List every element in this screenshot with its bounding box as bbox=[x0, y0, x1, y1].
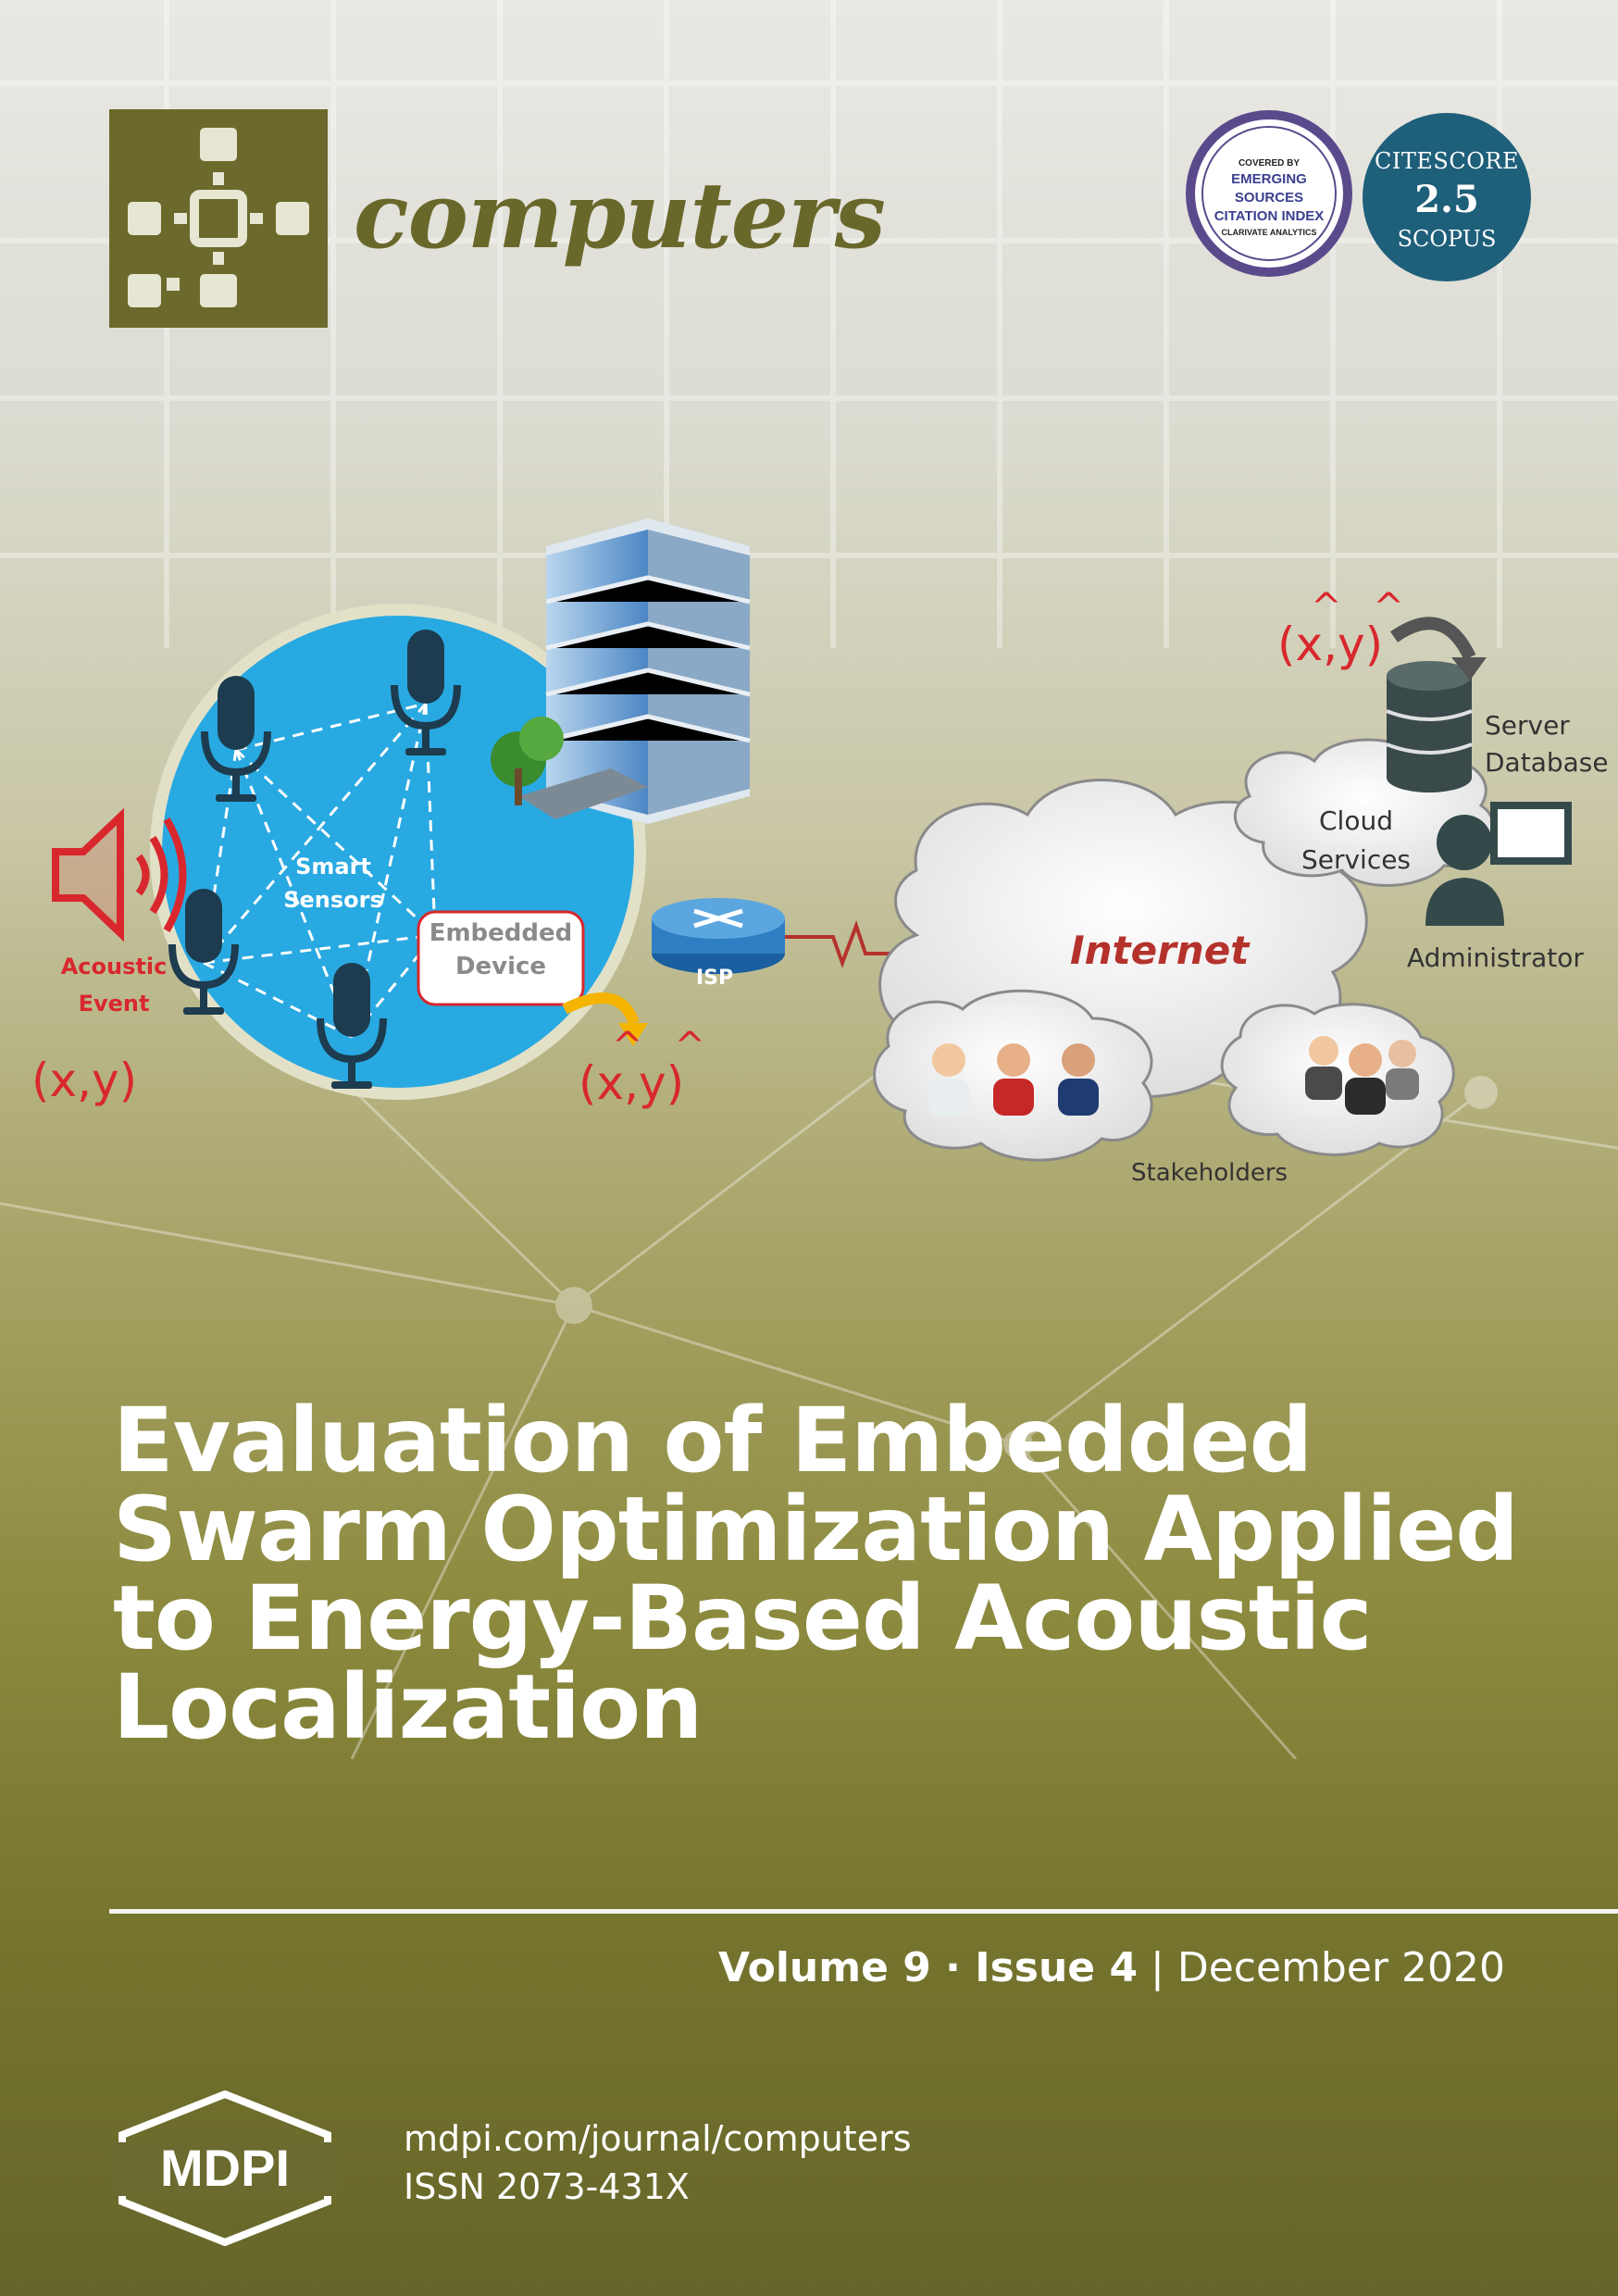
label-acoustic-event: Acoustic Event bbox=[60, 954, 168, 1017]
label-embedded-device: Embedded Device bbox=[429, 919, 573, 980]
label-smart-sensors: Smart Sensors bbox=[283, 854, 383, 913]
label-estimated-position: ^^ (x,y) bbox=[579, 1025, 738, 1110]
issue-label: Issue 4 bbox=[975, 1944, 1139, 1991]
stakeholder-people-icons bbox=[928, 1036, 1419, 1116]
citescore-label: CITESCORE bbox=[1375, 148, 1519, 174]
citescore-source: SCOPUS bbox=[1397, 226, 1497, 252]
label-internet: Internet bbox=[1070, 928, 1250, 973]
building-icon bbox=[491, 518, 751, 824]
label-server-database: Server Database bbox=[1485, 710, 1609, 778]
journal-issn: ISSN 2073-431X bbox=[404, 2166, 690, 2207]
journal-name: computers bbox=[354, 163, 886, 269]
label-true-position: (x,y) bbox=[31, 1054, 138, 1107]
label-cloud-services: Cloud Services bbox=[1301, 805, 1412, 875]
esci-seal-icon bbox=[1186, 110, 1352, 277]
label-server-position: ^^ (x,y) bbox=[1277, 586, 1437, 671]
acoustic-localization-diagram bbox=[52, 518, 1572, 1162]
label-isp: ISP bbox=[696, 967, 734, 990]
divider-rule bbox=[109, 1909, 1618, 1914]
title-line-3: to Energy-Based Acoustic bbox=[113, 1566, 1372, 1670]
speaker-icon bbox=[52, 807, 187, 942]
journal-logo-icon bbox=[109, 109, 328, 328]
journal-url[interactable]: mdpi.com/journal/computers bbox=[404, 2118, 912, 2159]
citescore-badge: CITESCORE 2.5 SCOPUS bbox=[1363, 113, 1531, 281]
label-stakeholders: Stakeholders bbox=[1131, 1159, 1288, 1187]
title-line-2: Swarm Optimization Applied bbox=[113, 1478, 1519, 1581]
background-grid bbox=[0, 0, 1618, 648]
issue-date: December 2020 bbox=[1176, 1944, 1505, 1991]
issue-info: Volume 9 · Issue 4 | December 2020 bbox=[717, 1944, 1505, 1991]
article-title: Evaluation of Embedded Swarm Optimizatio… bbox=[113, 1396, 1557, 1752]
administrator-icon bbox=[1425, 802, 1572, 926]
microphone-icons bbox=[168, 630, 461, 1089]
mdpi-logo-text: MDPI bbox=[160, 2139, 290, 2197]
title-line-1: Evaluation of Embedded bbox=[113, 1389, 1313, 1492]
router-icon bbox=[652, 898, 785, 974]
volume-label: Volume 9 bbox=[717, 1944, 931, 1991]
esci-badge-text: COVERED BY EMERGING SOURCES CITATION IND… bbox=[1214, 158, 1325, 237]
label-administrator: Administrator bbox=[1407, 942, 1584, 973]
title-line-4: Localization bbox=[113, 1655, 703, 1759]
database-icon bbox=[1386, 661, 1473, 792]
citescore-value: 2.5 bbox=[1414, 178, 1479, 221]
mdpi-logo-icon: MDPI bbox=[109, 2090, 341, 2246]
